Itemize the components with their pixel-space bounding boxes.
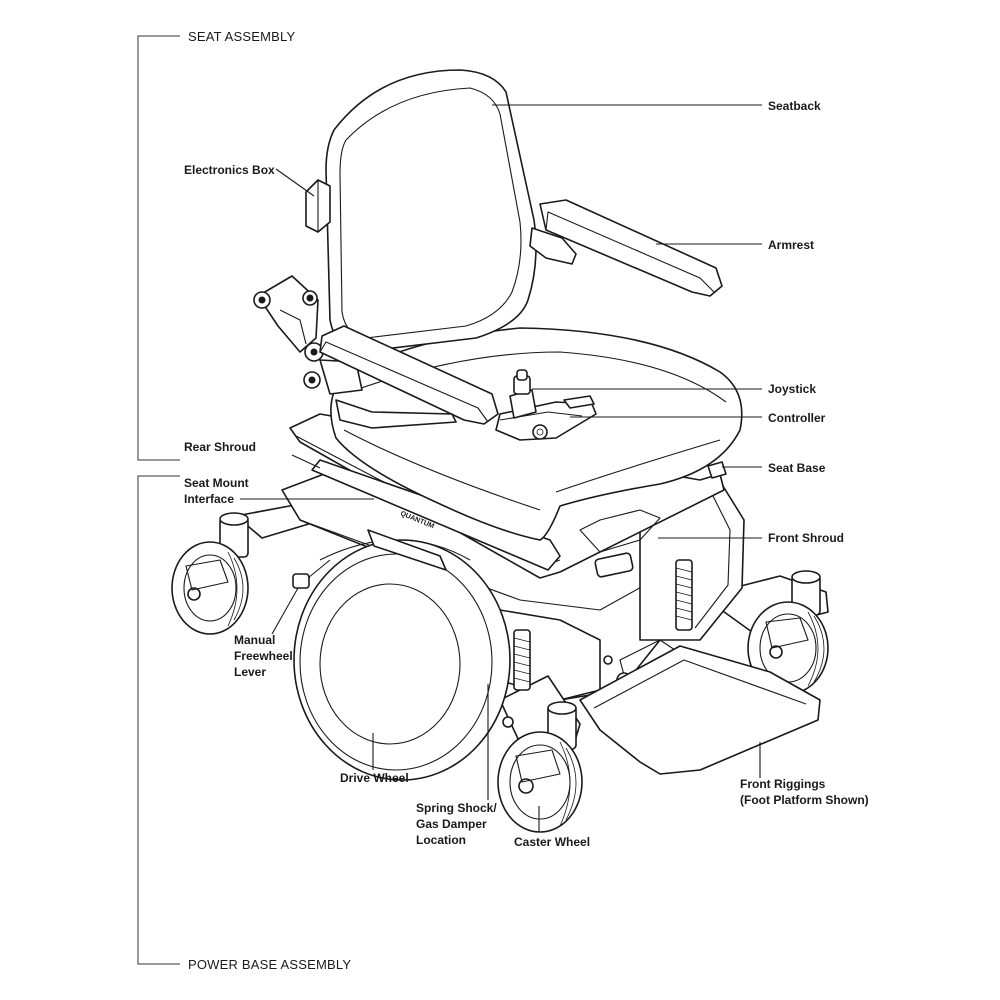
label-seat-base: Seat Base (768, 461, 826, 475)
seatback (325, 69, 537, 353)
label-manual-freewheel-lever-3: Lever (234, 665, 266, 679)
right-armrest (529, 199, 723, 297)
recline-mechanism (253, 275, 363, 395)
right-spring-shock (675, 559, 693, 631)
label-seatback: Seatback (768, 99, 821, 113)
wheelchair-illustration: QUANTUM (171, 69, 829, 833)
freewheel-lever (292, 559, 331, 589)
electronics-box (305, 179, 331, 233)
front-left-caster (497, 675, 583, 833)
seat-assembly-heading: SEAT ASSEMBLY (188, 29, 295, 44)
joystick (509, 369, 537, 419)
label-armrest: Armrest (768, 238, 814, 252)
label-seat-mount-interface-2: Interface (184, 492, 234, 506)
seat-base-fitting (707, 461, 727, 479)
label-manual-freewheel-lever-2: Freewheel (234, 649, 293, 663)
rear-left-caster (171, 503, 323, 635)
drive-wheel-fender (367, 529, 447, 571)
callout-labels: Seatback Electronics Box Armrest Joystic… (184, 99, 869, 849)
label-spring-shock-3: Location (416, 833, 466, 847)
label-rear-shroud: Rear Shroud (184, 440, 256, 454)
label-manual-freewheel-lever-1: Manual (234, 633, 275, 647)
label-electronics-box: Electronics Box (184, 163, 275, 177)
label-front-riggings-2: (Foot Platform Shown) (740, 793, 869, 807)
label-caster-wheel: Caster Wheel (514, 835, 590, 849)
label-spring-shock-2: Gas Damper (416, 817, 487, 831)
label-controller: Controller (768, 411, 826, 425)
left-spring-shock (513, 629, 531, 691)
power-base-assembly-heading: POWER BASE ASSEMBLY (188, 957, 351, 972)
power-base-assembly-bracket (137, 475, 180, 965)
label-drive-wheel: Drive Wheel (340, 771, 409, 785)
label-front-shroud: Front Shroud (768, 531, 844, 545)
manual-freewheel-lever-leader (271, 587, 299, 635)
label-front-riggings-1: Front Riggings (740, 777, 826, 791)
label-seat-mount-interface-1: Seat Mount (184, 476, 249, 490)
seat-assembly-bracket (137, 35, 180, 461)
leader-lines (240, 104, 762, 832)
drive-wheel (293, 539, 511, 781)
left-armrest (319, 325, 499, 429)
label-joystick: Joystick (768, 382, 816, 396)
label-spring-shock-1: Spring Shock/ (416, 801, 497, 815)
electronics-box-leader (275, 168, 315, 197)
rear-shroud-leader (291, 454, 321, 469)
